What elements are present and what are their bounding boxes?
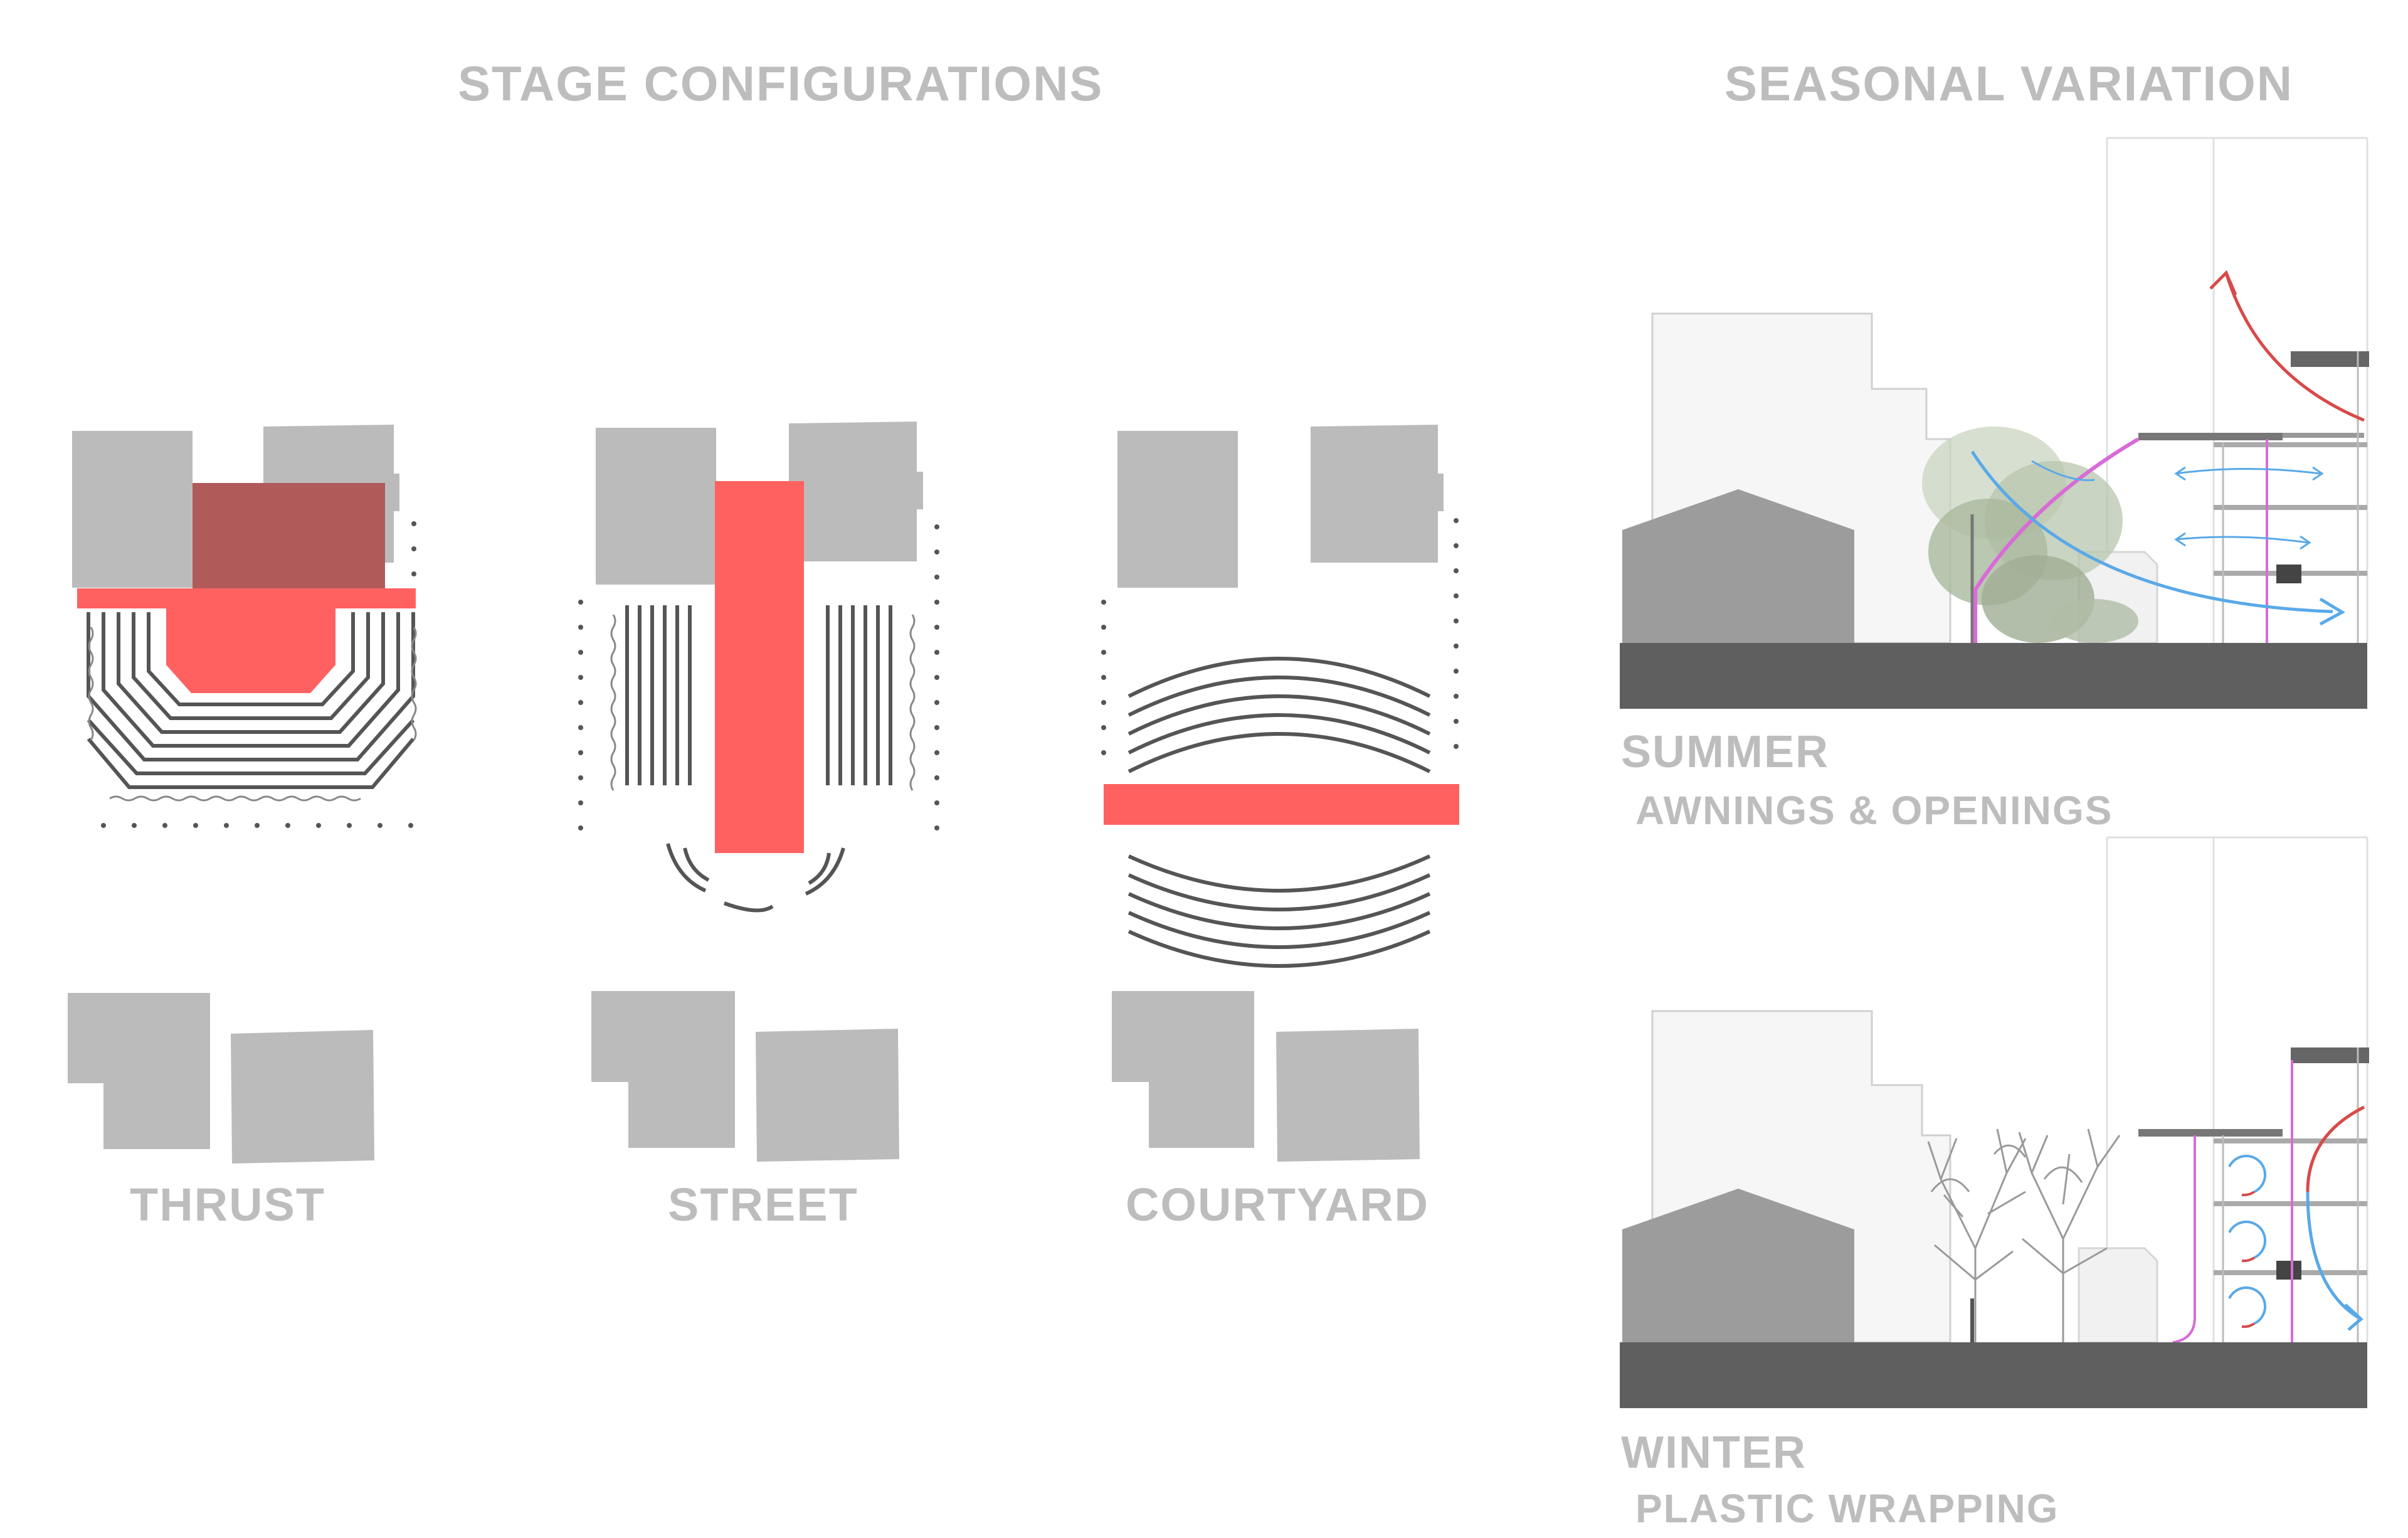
winter-warm-air-curve: [2306, 1105, 2365, 1192]
thrust-label: THRUST: [130, 1179, 326, 1231]
thrust-stage: [166, 607, 335, 693]
street-diagram: [578, 422, 939, 1162]
winter-bare-trees: [1927, 1128, 2121, 1342]
thrust-wavy-edge: [88, 627, 417, 802]
summer-detail-label: AWNINGS & OPENINGS: [1635, 788, 2113, 833]
winter-neighbor-roof: [2078, 1247, 2158, 1344]
street-label: STREET: [668, 1179, 858, 1231]
courtyard-lower-building-left: [1112, 991, 1254, 1148]
thrust-backstage-area: [193, 483, 385, 590]
thrust-perimeter-dots: [101, 521, 416, 828]
courtyard-arcs-lower: [1127, 854, 1431, 968]
winter-cool-air-arrowhead: [2344, 1303, 2363, 1331]
street-lower-building-left: [591, 991, 735, 1148]
thrust-seating-rows: [87, 612, 415, 789]
courtyard-lower-building-right: [1276, 1029, 1420, 1162]
winter-ground: [1620, 1342, 2367, 1408]
summer-ground: [1620, 643, 2367, 709]
courtyard-perimeter-dots: [1101, 518, 1459, 755]
winter-section: [1620, 836, 2369, 1408]
summer-hot-air-arrowhead: [2209, 270, 2237, 295]
street-wavy-edge: [610, 614, 916, 791]
winter-floors: [2138, 1047, 2369, 1342]
winter-house: [1622, 1189, 1854, 1342]
street-building-left: [596, 428, 716, 585]
courtyard-label: COURTYARD: [1126, 1179, 1429, 1231]
thrust-stage-front: [77, 588, 416, 608]
seasonal-variation-heading: SEASONAL VARIATION: [1724, 56, 2294, 111]
summer-label: SUMMER: [1621, 727, 1829, 777]
summer-airflow-main: [1970, 450, 2333, 613]
street-lower-building-right: [756, 1029, 899, 1162]
street-perimeter-dots: [578, 524, 939, 830]
winter-label: WINTER: [1621, 1428, 1807, 1478]
summer-airflow-small: [2031, 460, 2324, 550]
thrust-lower-building-right: [231, 1030, 374, 1164]
courtyard-diagram: [1101, 425, 1459, 1162]
winter-circulation-arrows: [2228, 1154, 2267, 1329]
courtyard-building-left: [1117, 431, 1238, 588]
courtyard-arcs-upper: [1127, 657, 1431, 773]
street-stage: [715, 481, 804, 853]
summer-awning-curve: [1973, 437, 2140, 643]
courtyard-building-right: [1311, 425, 1444, 563]
summer-section: [1620, 137, 2369, 709]
courtyard-stage: [1104, 784, 1459, 825]
summer-floors: [2138, 351, 2369, 643]
summer-hot-air-arrow: [2224, 272, 2365, 422]
thrust-lower-building-left: [68, 993, 210, 1149]
winter-plastic-wrap: [2172, 1060, 2293, 1344]
street-seating-left: [625, 605, 692, 785]
summer-house: [1622, 489, 1854, 643]
thrust-diagram: [68, 425, 417, 1164]
street-seating-right: [826, 605, 892, 785]
stage-configurations-heading: STAGE CONFIGURATIONS: [458, 56, 1104, 111]
summer-airflow-arrowhead: [2319, 597, 2346, 626]
street-building-right: [789, 422, 923, 561]
winter-detail-label: PLASTIC WRAPPING: [1635, 1486, 2059, 1531]
street-arc-seating: [666, 843, 845, 913]
winter-cool-air-curve: [2306, 1191, 2359, 1319]
thrust-building-left: [72, 431, 193, 588]
